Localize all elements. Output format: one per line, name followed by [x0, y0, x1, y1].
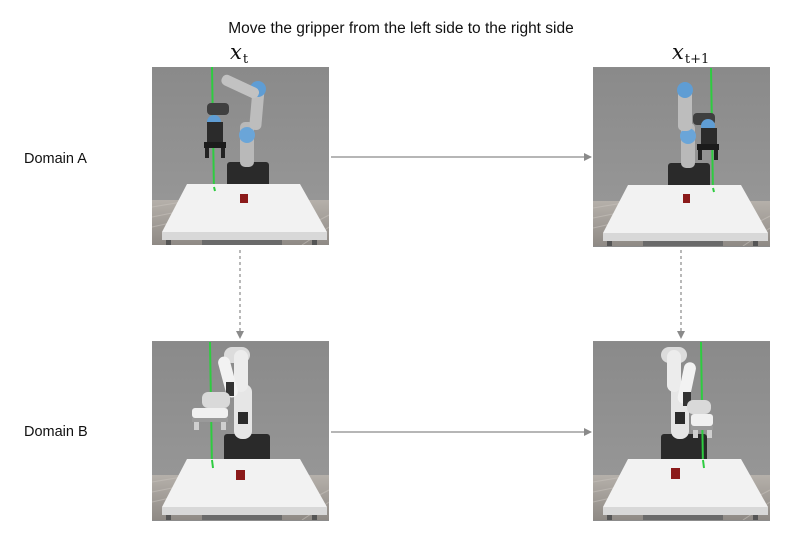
robot-scene-image: [593, 341, 770, 521]
robot-scene-image: [152, 341, 329, 521]
column-label-base: x: [230, 40, 242, 64]
panel-domain-b-xt: [152, 341, 329, 521]
panel-domain-a-xt1: [593, 67, 770, 247]
robot-scene-image: [152, 67, 329, 245]
row-label-domain-a: Domain A: [24, 151, 87, 167]
column-label-base: x: [672, 40, 684, 64]
column-label-sub: t: [242, 52, 249, 67]
figure-caption: Move the gripper from the left side to t…: [228, 20, 574, 37]
row-label-domain-b: Domain B: [24, 424, 88, 440]
column-label-xt1: xt+1: [672, 40, 709, 67]
column-label-sub: t+1: [684, 52, 710, 67]
panel-domain-b-xt1: [593, 341, 770, 521]
panel-domain-a-xt: [152, 67, 329, 245]
robot-scene-image: [593, 67, 770, 247]
column-label-xt: xt: [230, 40, 248, 67]
